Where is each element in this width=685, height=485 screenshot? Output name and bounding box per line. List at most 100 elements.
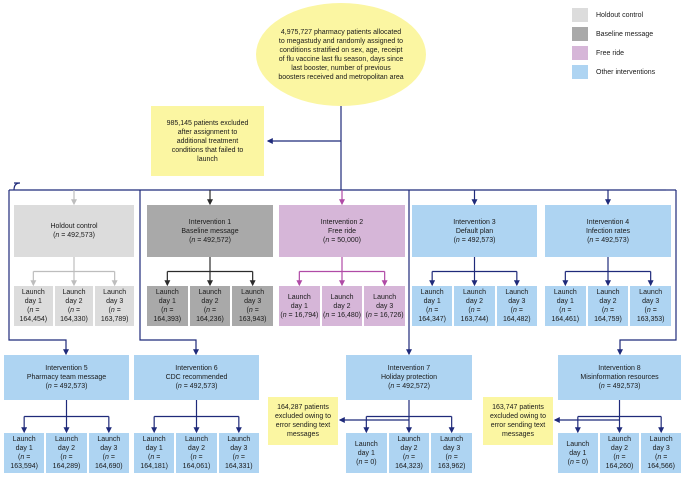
launch-n: (n = 164,323) xyxy=(395,454,423,470)
arm-subtitle: Pharmacy team message xyxy=(26,374,107,381)
launch-label: Launch xyxy=(649,436,673,443)
legend-swatch xyxy=(572,65,588,79)
arm-subtitle: Holiday protection xyxy=(380,374,438,381)
launch-day: day 3 xyxy=(244,298,262,305)
launch-n: (n = 164,566) xyxy=(647,454,675,470)
launch-n: (n = 163,744) xyxy=(460,307,489,323)
launch-n: (n = 164,454) xyxy=(19,307,48,323)
arm-subtitle: Default plan xyxy=(455,227,494,235)
connector-arrow xyxy=(8,190,69,356)
launch-label: Launch xyxy=(12,436,36,443)
arm-n: (n = 492,573) xyxy=(453,236,496,244)
launch-label: Launch xyxy=(330,293,354,301)
launch-label: Launch xyxy=(373,293,397,301)
launch-n: (n = 16,726) xyxy=(365,311,404,319)
arm-n: (n = 50,000) xyxy=(323,236,361,244)
arm-title: Intervention 3 xyxy=(453,218,496,226)
launch-n: (n = 164,331) xyxy=(225,454,253,470)
launch-label: Launch xyxy=(185,436,208,443)
launch-label: Launch xyxy=(420,289,444,296)
launch-n: (n = 16,480) xyxy=(323,311,361,319)
launch-day: day 3 xyxy=(230,445,248,452)
error-note-intervention-7: 164,287 patients excluded owing to error… xyxy=(268,397,338,445)
launch-day: day 3 xyxy=(642,298,660,305)
launch-label: Launch xyxy=(155,289,179,296)
arm-box-intervention-5: Intervention 5 Pharmacy team message (n = … xyxy=(4,355,129,400)
legend-item-holdout: Holdout control xyxy=(572,8,643,22)
launch-n: (n = 164,482) xyxy=(503,307,531,323)
launch-label: Launch xyxy=(566,440,590,448)
launch-box-intervention-8-day-3: Launch day 3 (n = 164,566) xyxy=(641,433,681,473)
launch-label: Launch xyxy=(440,436,464,443)
launch-n: (n = 164,347) xyxy=(418,307,446,323)
arm-subtitle: CDC recommended xyxy=(165,374,228,381)
launch-day: day 2 xyxy=(57,445,76,452)
launch-label: Launch xyxy=(142,436,166,443)
launch-day: day 3 xyxy=(652,445,670,452)
launch-n: (n = 163,943) xyxy=(238,307,267,323)
arm-n: (n = 492,572) xyxy=(189,236,231,244)
connector-arrow xyxy=(139,190,199,356)
launch-day: day 2 xyxy=(187,445,206,452)
legend-item-baseline: Baseline message xyxy=(572,27,653,41)
launch-label: Launch xyxy=(354,440,378,448)
top-population-text: 4,975,727 pharmacy patients allocated to… xyxy=(278,28,404,81)
launch-day: day 3 xyxy=(106,298,124,305)
arm-title: Intervention 1 xyxy=(188,218,232,226)
arm-box-holdout-control: Holdout control(n = 492,573) xyxy=(14,205,134,257)
launch-day: day 2 xyxy=(333,302,351,310)
arm-title: Intervention 5 xyxy=(45,365,88,372)
launch-day: day 2 xyxy=(599,298,617,305)
launch-day: day 1 xyxy=(24,298,42,305)
launch-day: day 1 xyxy=(357,449,375,457)
launch-label: Launch xyxy=(608,436,631,443)
arm-n: (n = 492,573) xyxy=(53,232,95,239)
arm-title: Intervention 7 xyxy=(387,365,431,372)
launch-day: day 1 xyxy=(556,298,574,305)
launch-label: Launch xyxy=(463,289,486,296)
arm-n: (n = 492,573) xyxy=(45,383,88,390)
legend-item-other: Other interventions xyxy=(572,65,655,79)
launch-n: (n = 164,236) xyxy=(196,307,224,323)
arm-n: (n = 492,572) xyxy=(388,383,430,390)
launch-n: (n = 0) xyxy=(356,458,377,466)
launch-n: (n = 164,759) xyxy=(594,307,622,323)
launch-n: (n = 164,393) xyxy=(153,307,182,323)
legend-swatch xyxy=(572,8,588,22)
launch-n: (n = 164,181) xyxy=(140,454,168,470)
launch-day: day 2 xyxy=(65,298,83,305)
launch-label: Launch xyxy=(62,289,86,296)
launch-n: (n = 164,461) xyxy=(551,307,580,323)
launch-day: day 1 xyxy=(15,445,33,452)
legend-swatch xyxy=(572,46,588,60)
launch-day: day 1 xyxy=(158,298,176,305)
arm-subtitle: Misinformation resources xyxy=(580,374,659,381)
arm-box-intervention-7: Intervention 7 Holiday protection (n = 492… xyxy=(346,355,472,400)
arm-n: (n = 492,573) xyxy=(598,383,641,390)
launch-label: Launch xyxy=(553,289,577,296)
launch-day: day 3 xyxy=(100,445,118,452)
launch-label: Launch xyxy=(97,436,121,443)
